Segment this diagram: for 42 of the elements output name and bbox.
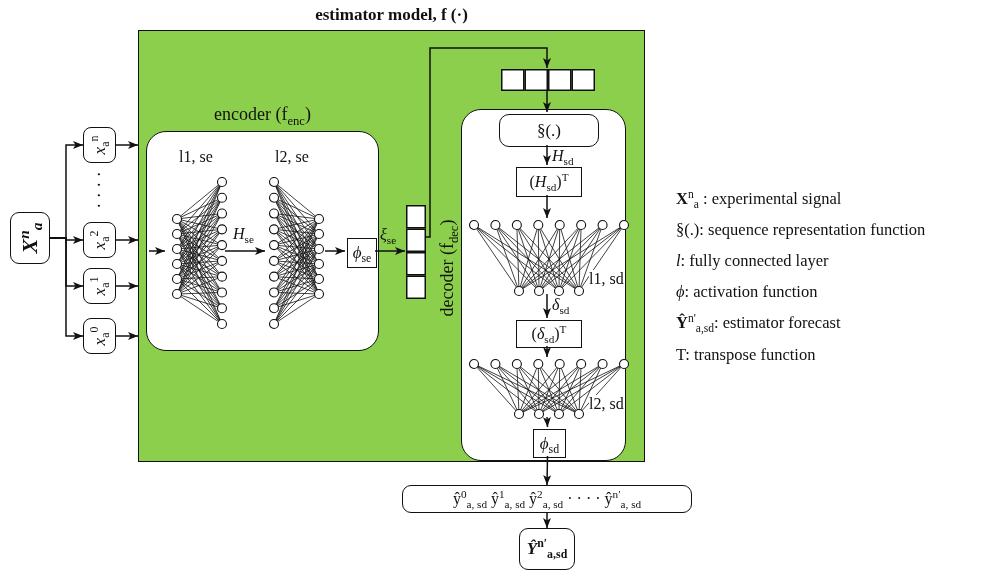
transpose-box: (H$_{sd}$)$^{T}$ — [516, 167, 582, 197]
panel-heading: estimator model, f (·) — [315, 6, 468, 25]
arrow — [115, 141, 139, 149]
layer-label: l1, se — [179, 148, 213, 166]
arrow — [543, 345, 551, 358]
edge-label: δ$_{sd}$ — [551, 297, 571, 313]
arrow — [49, 237, 84, 340]
layer-label: l2, sd — [589, 395, 624, 413]
glossary-entry: T: transpose function — [676, 345, 816, 365]
ellipsis-text: · · · · — [88, 171, 110, 209]
glossary-entry: l: fully connected layer — [676, 251, 829, 271]
function-box: §(.) — [499, 114, 599, 147]
transpose-box: (δ$_{sd}$)$^{T}$ — [516, 320, 582, 348]
activation-box: ϕ$_{sd}$ — [533, 429, 566, 458]
arrow — [543, 293, 551, 319]
layer-label: l2, se — [275, 148, 309, 166]
arrow — [543, 512, 551, 529]
edge-label: H$_{sd}$ — [551, 148, 575, 164]
layer-label: l1, sd — [589, 270, 624, 288]
arrow — [543, 455, 552, 486]
arrow — [543, 416, 551, 428]
arrow — [424, 47, 551, 238]
glossary-entry: §(.): sequence representation function — [676, 220, 926, 240]
glossary-entry: Ŷ$^{n'}$$_{a,sd}$: estimator forecast — [676, 313, 841, 333]
arrow — [543, 194, 551, 219]
vector-drawing — [501, 69, 595, 91]
arrow — [543, 144, 551, 166]
arrow — [543, 89, 551, 113]
edge-label: ξ$_{se}$ — [379, 227, 398, 243]
vector-drawing — [406, 205, 426, 299]
arrow — [115, 236, 139, 244]
activation-box: ϕ$_{se}$ — [347, 238, 377, 268]
arrow — [374, 247, 406, 255]
arrow — [224, 247, 266, 255]
edge-label: H$_{se}$ — [232, 226, 255, 242]
panel-heading: encoder (f$_{enc}$) — [214, 105, 311, 125]
arrow — [115, 332, 139, 340]
glossary-entry: X$^{n}$$_{a}$ : experimental signal — [676, 189, 842, 209]
arrow — [324, 247, 346, 255]
arrow — [115, 282, 139, 290]
arrow — [148, 247, 166, 255]
glossary-entry: ϕ: activation function — [676, 282, 818, 302]
